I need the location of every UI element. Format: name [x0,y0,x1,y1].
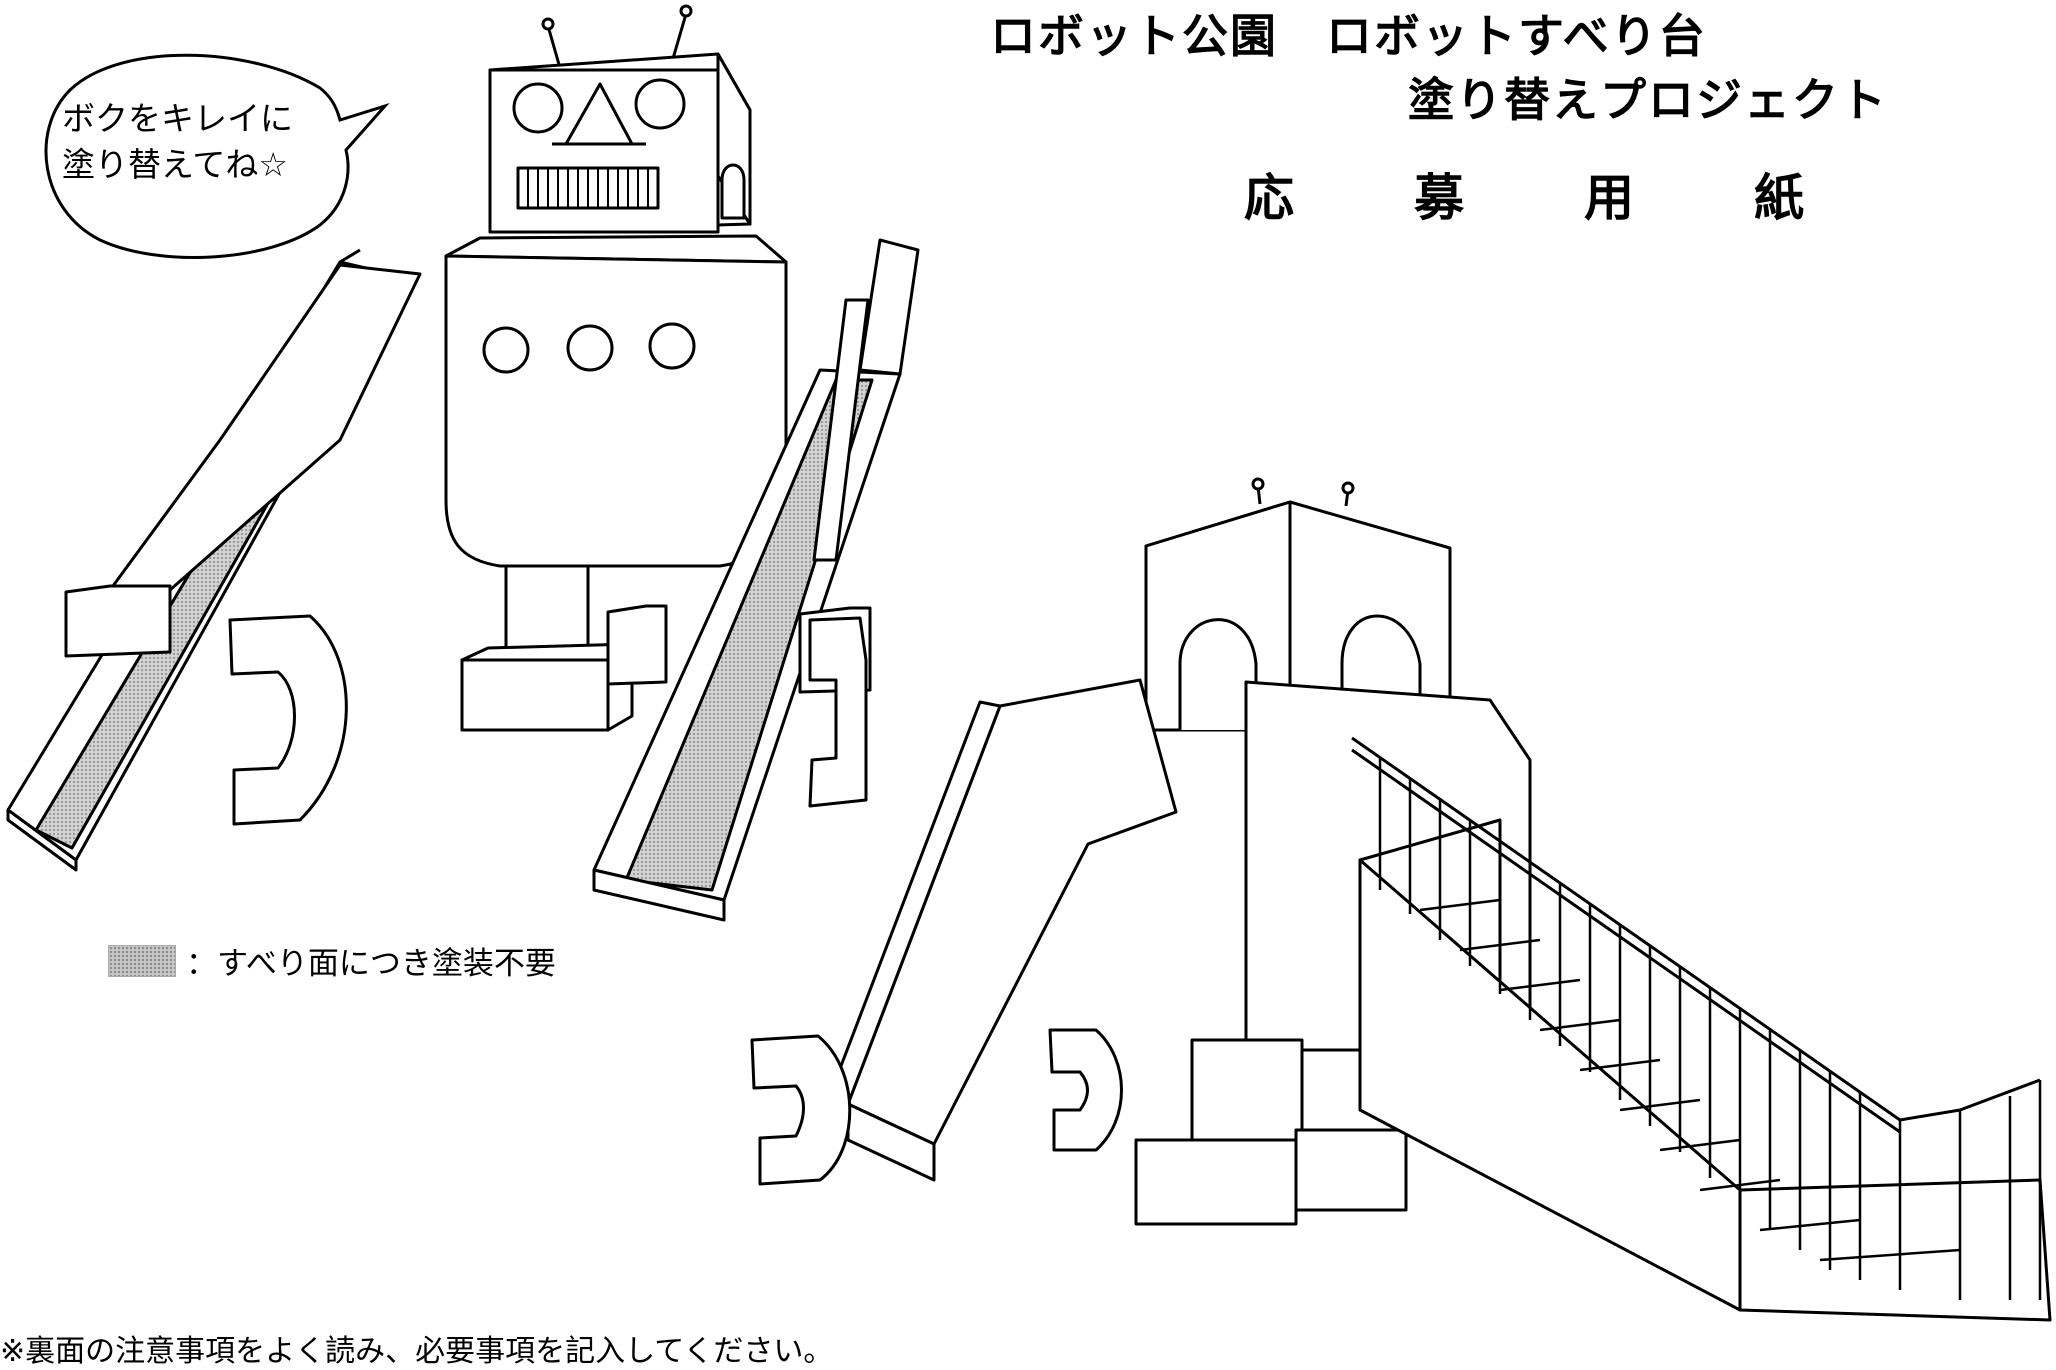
legend-text: ：すべり面につき塗装不要 [186,946,556,982]
footer-note: ※裏面の注意事項をよく読み、必要事項を記入してください。 [0,1334,834,1369]
page-title-line2: 塗り替えプロジェクト [1408,73,1888,127]
legend: ：すべり面につき塗装不要 [108,938,556,983]
speech-bubble-text: ボクをキレイに 塗り替えてね☆ [62,96,352,188]
speech-bubble-line: 塗り替えてね☆ [62,145,288,184]
legend-swatch [108,944,176,977]
form-title-char: 用 [1584,169,1634,227]
form-title-char: 応 [1244,169,1294,227]
form-title-char: 紙 [1754,169,1804,227]
speech-bubble [44,53,390,259]
form-title-char: 募 [1414,169,1464,227]
robot-slide-side [750,477,2052,1322]
speech-bubble-line: ボクをキレイに [62,99,293,138]
form-title: 応 募 用 紙 [1244,158,1804,230]
robot-slide-front [6,4,920,922]
page-title-line1: ロボット公園 ロボットすべり台 [990,9,1707,63]
